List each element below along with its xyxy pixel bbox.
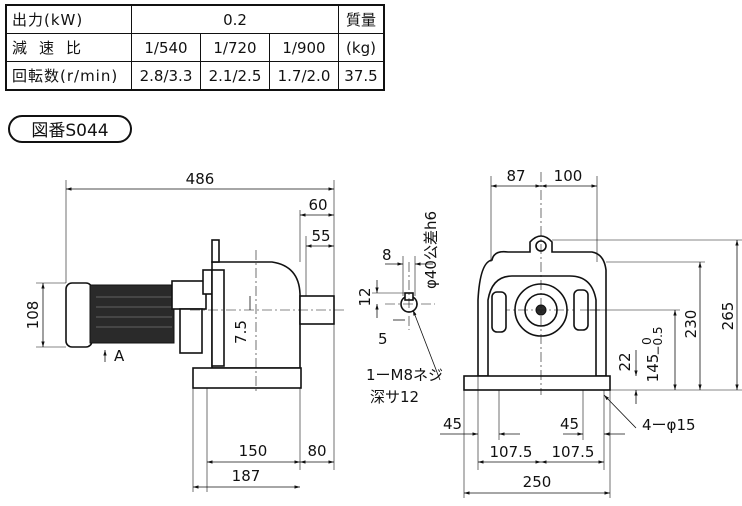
speed-label: 回転数(r/min) [5,61,132,91]
tap-depth-label: 深サ12 [370,388,419,406]
dim-145: 145 [644,354,662,383]
dim-150: 150 [239,442,268,460]
dim-187: 187 [232,467,261,485]
spec-row-speed: 回転数(r/min) 2.8/3.3 2.1/2.5 1.7/2.0 37.5 [5,61,385,91]
gear-housing [190,239,344,392]
ratio-1: 1/540 [131,33,201,62]
dim-250: 250 [523,473,552,491]
dim-100: 100 [554,167,583,185]
dim-key-height: 12 [356,287,374,306]
dim-45-left: 45 [443,415,462,433]
spec-table: 出力(kW) 0.2 質量 減速比 1/540 1/720 1/900 (kg)… [5,4,385,91]
dim-80: 80 [307,442,326,460]
weight-label: 質量 [338,4,385,34]
motor-body [65,269,218,354]
shaft-detail: 8 12 φ40公差h6 5 1ーM8ネジ 深サ12 [356,211,443,406]
mount-hole-label: 4ーφ15 [642,416,696,434]
spec-row-ratio: 減速比 1/540 1/720 1/900 (kg) [5,33,385,62]
dim-107-5-right: 107.5 [552,443,595,461]
dim-key-width: 8 [382,246,392,264]
dim-107-5-left: 107.5 [490,443,533,461]
speed-1: 2.8/3.3 [131,61,201,91]
output-value: 0.2 [131,4,339,34]
dim-60: 60 [308,196,327,214]
front-base [463,375,611,391]
spec-row-output: 出力(kW) 0.2 質量 [5,4,385,34]
speed-2: 2.1/2.5 [200,61,270,91]
dim-230: 230 [682,310,700,339]
front-view: 87 100 265 230 0 −0.5 145 22 45 45 107.5… [440,167,742,498]
dim-22: 22 [616,352,634,371]
dim-265: 265 [719,302,737,331]
weight-value: 37.5 [338,61,385,91]
dim-55: 55 [311,227,330,245]
side-view: 486 60 55 108 7.5 A 150 80 187 [24,170,344,492]
tapped-hole-label: 1ーM8ネジ [366,366,443,384]
ratio-2: 1/720 [200,33,270,62]
dim-45-right: 45 [560,415,579,433]
dim-tol-lower: −0.5 [651,326,665,355]
speed-3: 1.7/2.0 [269,61,339,91]
drawing-number-badge: 図番S044 [8,115,132,143]
view-arrow-label: A [114,347,125,365]
weight-unit: (kg) [338,33,385,62]
dim-108: 108 [24,301,42,330]
ratio-3: 1/900 [269,33,339,62]
side-dimensions: 486 60 55 108 7.5 A 150 80 187 [24,170,335,492]
dim-tol-upper: 0 [640,337,654,345]
dim-7-5: 7.5 [232,320,250,344]
shaft-diameter: φ40公差h6 [422,211,440,289]
dim-5: 5 [378,330,388,348]
dim-87: 87 [506,167,525,185]
dim-overall-length: 486 [186,170,215,188]
ratio-label: 減速比 [5,33,132,62]
